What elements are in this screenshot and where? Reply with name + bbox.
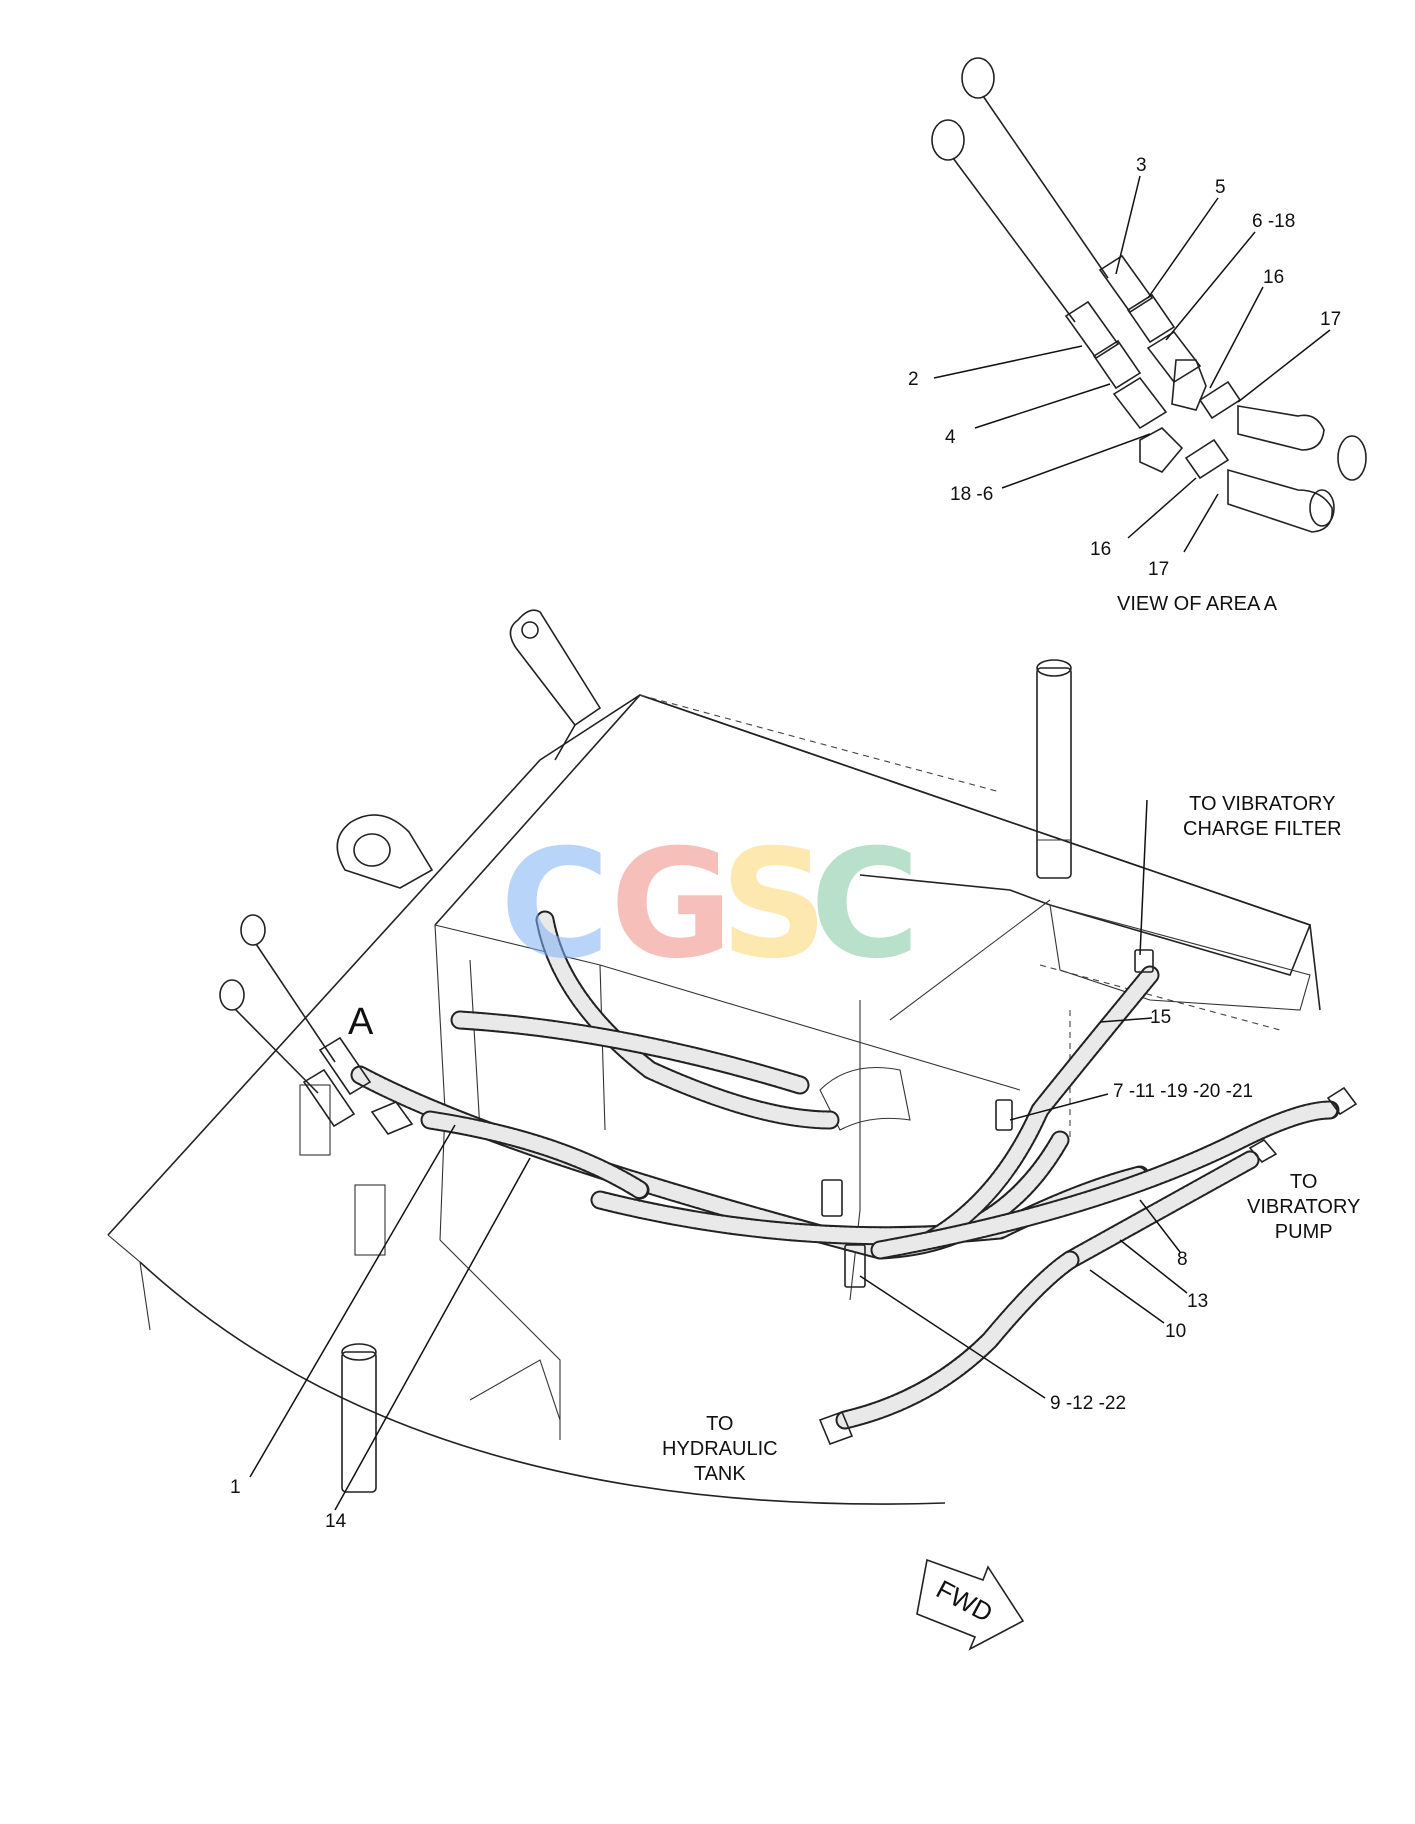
note-vib-pump-line1: TO [1289, 1171, 1318, 1193]
callout-17-bottom: 17 [1148, 559, 1170, 580]
watermark-letter-c1: C [500, 818, 611, 992]
callout-16-top: 16 [1263, 267, 1285, 288]
callout-17-top: 17 [1320, 309, 1342, 330]
note-vibratory-pump: TO VIBRATORY PUMP [1247, 1170, 1360, 1245]
hoses [350, 910, 1358, 1446]
main-assembly [107, 609, 1321, 1505]
callout-15: 15 [1150, 1007, 1172, 1028]
watermark-letter-g: G [610, 818, 734, 992]
callout-6-18: 6 -18 [1252, 211, 1296, 232]
watermark-letter-s: S [720, 818, 829, 992]
callout-7-11-19-20-21: 7 -11 -19 -20 -21 [1113, 1081, 1254, 1102]
detail-leaders [933, 175, 1331, 553]
callout-18-6: 18 -6 [950, 484, 994, 505]
callout-3: 3 [1136, 155, 1147, 176]
callout-5: 5 [1215, 177, 1226, 198]
detail-view-area-a [931, 57, 1367, 533]
note-vib-pump-line3: PUMP [1274, 1221, 1333, 1243]
note-charge-filter: TO VIBRATORY CHARGE FILTER [1183, 792, 1342, 842]
note-hyd-tank-line3: TANK [693, 1463, 746, 1485]
area-marker: A [348, 1001, 374, 1043]
callout-16-bottom: 16 [1090, 539, 1112, 560]
watermark-letter-c2: C [810, 818, 921, 992]
callout-4: 4 [945, 427, 956, 448]
main-leaders [249, 799, 1188, 1511]
note-charge-filter-line1: TO VIBRATORY [1189, 793, 1336, 815]
callout-14: 14 [325, 1511, 347, 1532]
callout-2: 2 [908, 369, 919, 390]
callout-10: 10 [1165, 1321, 1187, 1342]
note-hydraulic-tank: TO HYDRAULIC TANK [662, 1412, 778, 1487]
fwd-arrow [916, 1558, 1025, 1651]
callout-9-12-22: 9 -12 -22 [1050, 1393, 1127, 1414]
note-vib-pump-line2: VIBRATORY [1247, 1196, 1361, 1218]
main-dipsticks [219, 914, 414, 1135]
note-hyd-tank-line2: HYDRAULIC [662, 1438, 778, 1460]
note-charge-filter-line2: CHARGE FILTER [1183, 818, 1342, 840]
callout-8: 8 [1177, 1249, 1188, 1270]
callout-1: 1 [230, 1477, 241, 1498]
view-title: VIEW OF AREA A [1117, 593, 1278, 615]
note-hyd-tank-line1: TO [706, 1413, 734, 1435]
callout-13: 13 [1187, 1291, 1209, 1312]
